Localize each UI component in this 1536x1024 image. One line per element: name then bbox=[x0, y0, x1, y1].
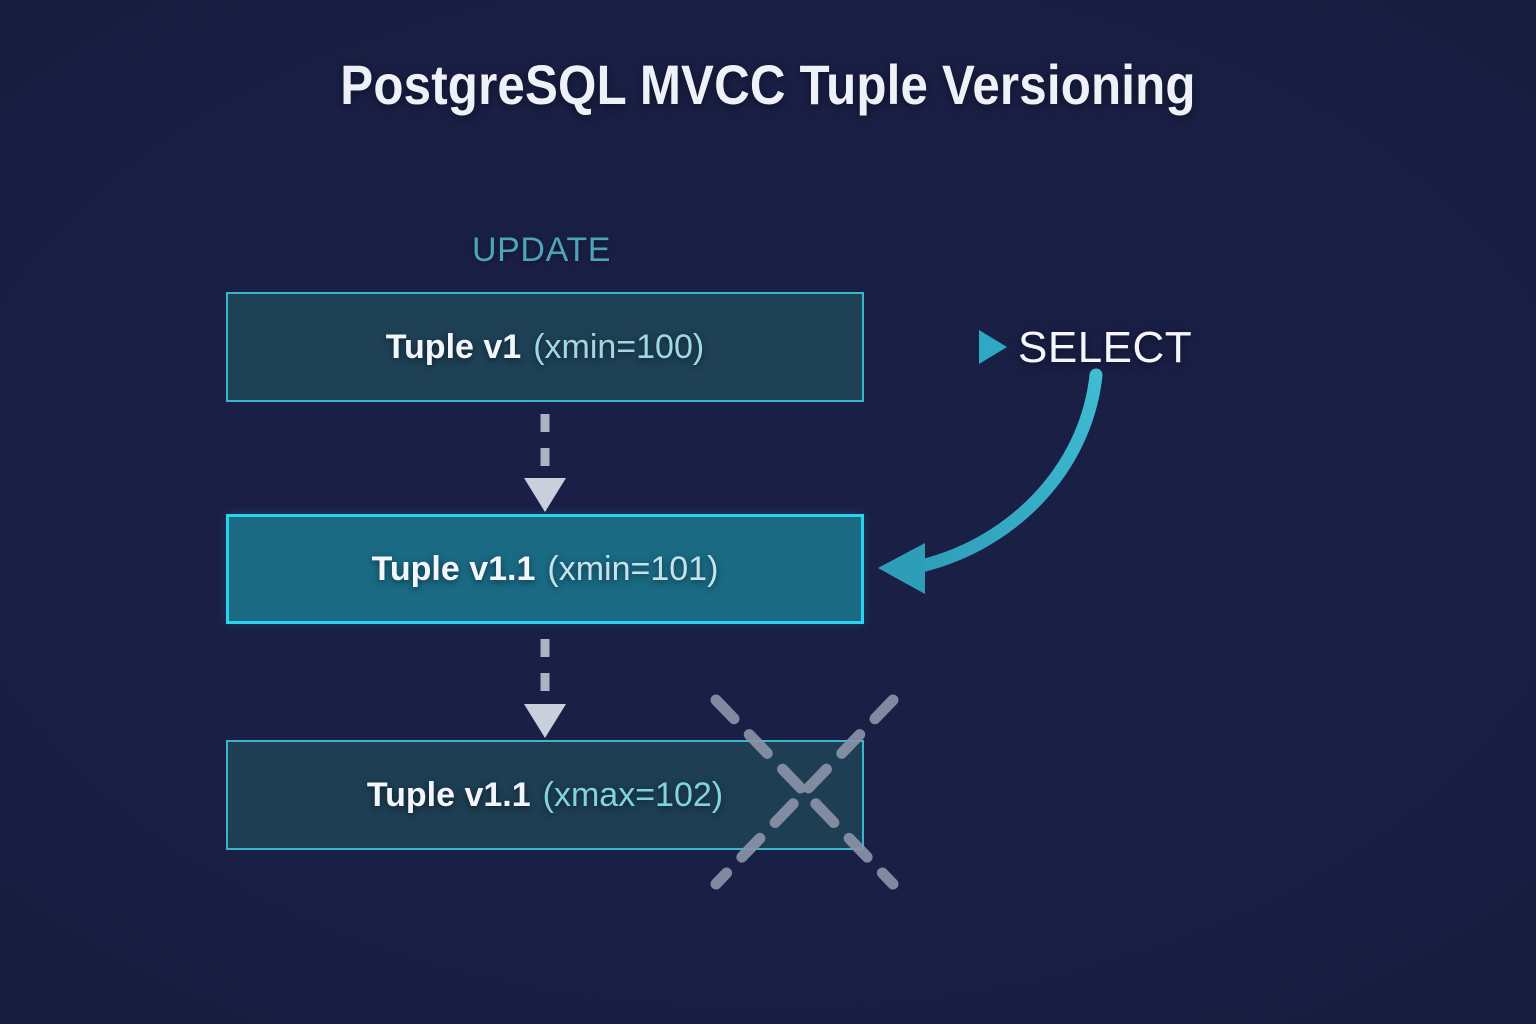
tuple-box-v1-meta: (xmin=100) bbox=[533, 327, 705, 366]
tuple-box-v11-dead-meta: (xmax=102) bbox=[542, 775, 724, 814]
tuple-box-v11-current-label: Tuple v1.1 bbox=[371, 549, 536, 588]
tuple-box-v11-dead-label: Tuple v1.1 bbox=[366, 775, 531, 814]
tuple-box-v11-current-meta: (xmin=101) bbox=[547, 549, 719, 588]
update-chain-arrow-2 bbox=[524, 639, 566, 738]
update-label: UPDATE bbox=[472, 231, 611, 269]
update-chain-arrow-1 bbox=[524, 414, 566, 512]
page-title: PostgreSQL MVCC Tuple Versioning bbox=[340, 53, 1196, 116]
tuple-box-v11-dead[interactable]: Tuple v1.1 (xmax=102) bbox=[226, 740, 864, 850]
select-read-arrow-v1 bbox=[868, 330, 1007, 364]
tuple-box-v1[interactable]: Tuple v1 (xmin=100) bbox=[226, 292, 864, 402]
tuple-box-v11-current[interactable]: Tuple v1.1 (xmin=101) bbox=[226, 514, 864, 624]
tuple-box-v1-label: Tuple v1 bbox=[385, 327, 522, 366]
select-label: SELECT bbox=[1018, 323, 1193, 372]
select-read-arrow-v11 bbox=[878, 368, 1103, 594]
